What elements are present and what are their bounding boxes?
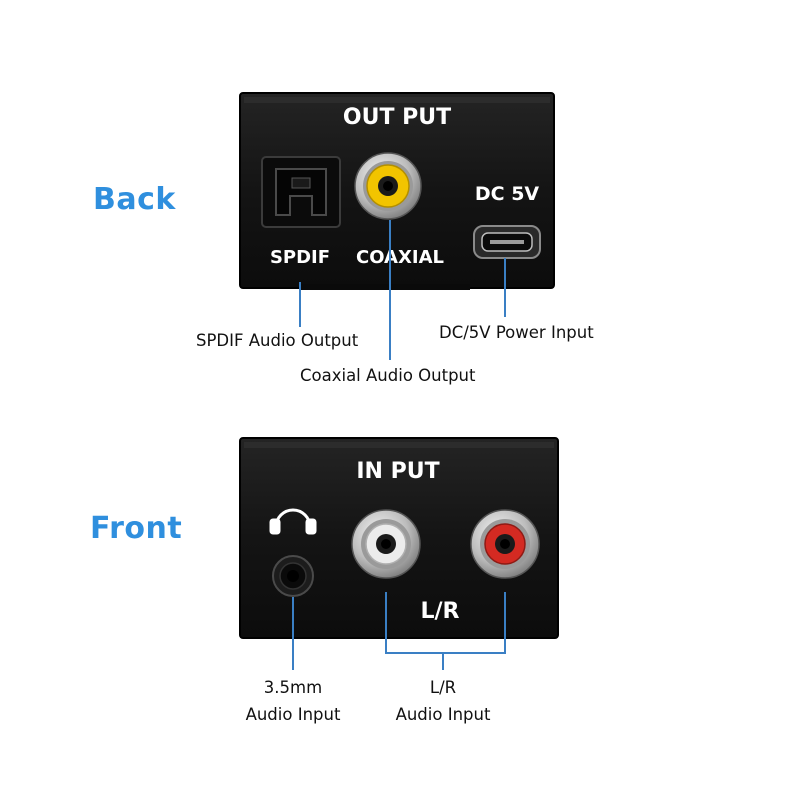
coaxial-callout: Coaxial Audio Output [300,366,476,385]
power-callout: DC/5V Power Input [439,323,594,342]
back-leader-lines [299,220,506,360]
jack-callout-line1: 3.5mm [263,678,323,697]
back-panel-bevel [244,97,550,103]
lr-label: L/R [421,599,460,624]
optical-port-icon [261,156,341,228]
headphone-icon [269,508,317,535]
rca-jack-white-icon [351,509,421,579]
front-panel-title: IN PUT [356,459,439,484]
spdif-label: SPDIF [270,247,330,268]
lr-callout-line1: L/R [429,678,457,697]
front-panel: IN PUT [239,437,559,639]
back-panel-foot [300,284,470,290]
back-side-label: Back [93,182,176,217]
jack-callout-line2: Audio Input [245,705,341,724]
lr-callout-line2: Audio Input [395,705,491,724]
front-panel-bevel [244,442,554,448]
front-leader-lines [292,592,506,670]
rca-jack-red-icon [470,509,540,579]
front-side-label: Front [90,511,183,546]
spdif-callout: SPDIF Audio Output [196,331,359,350]
jack-callout: 3.5mm Audio Input [233,674,353,728]
back-panel-title: OUT PUT [343,105,451,130]
coaxial-label: COAXIAL [356,247,444,268]
back-panel: OUT PUT DC 5V SPDIF [239,92,555,290]
audio-jack-icon [272,555,314,597]
dc-label: DC 5V [475,183,540,205]
coaxial-jack-icon [354,152,422,220]
micro-usb-port-icon [473,225,541,259]
lr-callout: L/R Audio Input [383,674,503,728]
lr-leader-bracket [385,592,506,654]
